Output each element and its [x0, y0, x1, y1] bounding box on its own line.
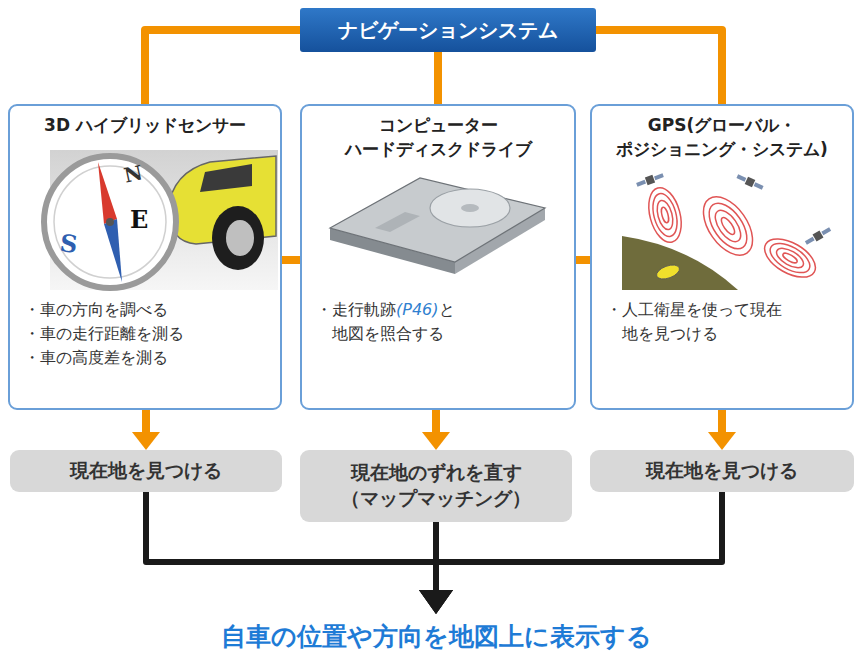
signal-rings	[643, 184, 686, 246]
node-label: 現在地のずれを直す （マップマッチング）	[310, 460, 562, 511]
connector	[145, 30, 300, 104]
text-run: ・車の走行距離を測る	[24, 324, 184, 343]
compass	[44, 156, 176, 288]
compass-letter: S	[58, 231, 79, 257]
node-label: 現在地を見つける	[70, 458, 222, 484]
connector	[596, 30, 722, 104]
connector	[142, 410, 150, 440]
panel-heading: GPS(グローバル・ ポジショニング・システム)	[606, 114, 838, 162]
ground	[622, 236, 738, 290]
node-label: ナビゲーションシステム	[338, 17, 558, 44]
bullet-item: ・車の走行距離を測る	[24, 322, 266, 346]
satellite	[804, 226, 832, 247]
node-label: 自車の位置や方向を地図上に表示する	[221, 620, 652, 653]
system-title-box: ナビゲーションシステム	[300, 8, 596, 52]
node-label: 現在地を見つける	[646, 458, 798, 484]
goal-text: 自車の位置や方向を地図上に表示する	[186, 614, 686, 658]
result-box: 現在地のずれを直す （マップマッチング）	[300, 450, 572, 522]
component-panel: GPS(グローバル・ ポジショニング・システム) ・人工衛星を使って現在 地を見つ…	[590, 104, 854, 410]
hdd-illustration	[330, 178, 545, 274]
satellite	[635, 171, 664, 188]
connector	[432, 410, 440, 440]
gps-illustration	[622, 171, 832, 290]
text-run: ・車の方向を調べる	[24, 300, 168, 319]
compass-letter: N	[122, 162, 144, 185]
hdd-spindle	[461, 204, 479, 212]
page-reference: (P46)	[396, 300, 439, 319]
sensor-illustration	[44, 150, 278, 290]
compass-letter: E	[130, 208, 148, 232]
car-wheel	[212, 206, 264, 270]
bullet-item: ・人工衛星を使って現在 地を見つける	[606, 298, 838, 346]
connector	[282, 256, 300, 264]
result-box: 現在地を見つける	[590, 450, 854, 492]
hdd-plate	[375, 212, 420, 232]
needle-pin	[106, 218, 114, 226]
bullet-item: ・車の高度差を測る	[24, 346, 266, 370]
text-run: ・走行軌跡	[316, 300, 396, 319]
signal-rings	[758, 231, 821, 285]
text-run: ・車の高度差を測る	[24, 348, 168, 367]
component-panel: コンピューター ハードディスクドライブ・走行軌跡(P46)と 地図を照合する	[300, 104, 576, 410]
bullet-item: ・走行軌跡(P46)と 地図を照合する	[316, 298, 560, 346]
connector	[434, 52, 442, 104]
bullet-item: ・車の方向を調べる	[24, 298, 266, 322]
panel-heading: 3D ハイブリッドセンサー	[24, 114, 266, 138]
car	[655, 262, 682, 281]
needle-north	[98, 162, 117, 224]
wheel-hub	[226, 220, 254, 256]
component-panel: 3D ハイブリッドセンサー・車の方向を調べる・車の走行距離を測る・車の高度差を測…	[8, 104, 282, 410]
signal-rings	[694, 188, 763, 264]
car-window	[200, 164, 252, 192]
result-box: 現在地を見つける	[10, 450, 282, 492]
compass-ring	[54, 166, 166, 278]
panel-heading: コンピューター ハードディスクドライブ	[316, 114, 560, 162]
needle-south	[104, 219, 122, 282]
connector	[718, 410, 726, 440]
hdd-platter	[430, 189, 510, 227]
text-run: ・人工衛星を使って現在 地を見つける	[606, 300, 782, 343]
hdd-top	[330, 178, 545, 262]
connector	[576, 256, 590, 264]
satellite	[736, 172, 765, 191]
